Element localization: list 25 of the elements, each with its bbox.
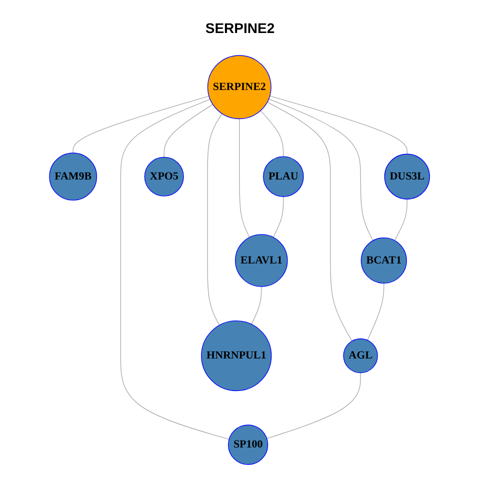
connector [73,96,210,154]
connector [239,118,250,238]
node-circle: SP100 [228,424,269,465]
connector [120,98,230,440]
node-circle: FAM9B [50,152,98,201]
connector [260,110,284,157]
connector [267,102,353,342]
node-circle: HNRNPUL1 [202,320,272,392]
connector [270,96,408,154]
connector [268,98,374,241]
chart-title: SERPINE2 [204,20,276,36]
node-circle: AGL [344,338,378,374]
connector [368,282,385,341]
connector [394,198,408,241]
connector [252,286,262,325]
node-circle: ELAVL1 [235,234,288,287]
node-circle: SERPINE2 [208,55,272,120]
node-circle: BCAT1 [361,237,408,284]
node-circle: DUS3L [384,154,430,200]
connector [208,113,223,326]
connector [266,372,362,439]
connector [164,104,214,158]
connector [273,196,284,238]
node-circle: XPO5 [144,156,184,196]
node-circle: PLAU [263,156,304,197]
